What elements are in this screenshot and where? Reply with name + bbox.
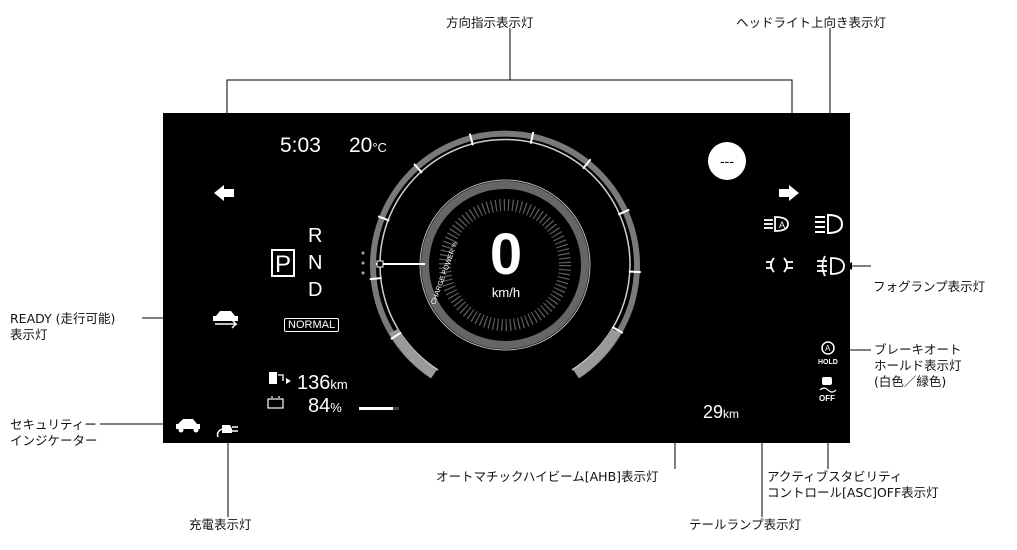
- speed-readout: 0: [489, 222, 523, 287]
- gear-dot-2: [361, 261, 365, 265]
- battery-readout: 84%: [308, 395, 342, 418]
- hold-icon-text: HOLD: [818, 359, 838, 366]
- range-unit: km: [330, 377, 348, 392]
- ahb-label: オートマチックハイビーム[AHB]表示灯: [436, 469, 659, 484]
- trip-unit: km: [723, 407, 740, 421]
- battery-value: 84: [308, 395, 331, 417]
- gauge-tick: [468, 133, 474, 146]
- turn-signal-label: 方向指示表示灯: [446, 15, 534, 30]
- gauge-tick: [617, 208, 630, 216]
- speed-unit: km/h: [491, 285, 521, 300]
- tail-lamp-icon: [766, 257, 793, 273]
- gear-r: R: [308, 225, 323, 247]
- gauge-tick: [413, 163, 423, 174]
- gauge-ticks: [369, 131, 641, 340]
- temp-value: 20: [349, 134, 373, 157]
- svg-text:A: A: [779, 220, 785, 230]
- ready-car-icon: [213, 311, 238, 329]
- ready-label-line1: READY (走行可能): [10, 311, 116, 326]
- charging-station-icon: [269, 372, 291, 384]
- brake-hold-label-line3: (白色／緑色): [874, 374, 947, 389]
- gear-n: N: [308, 252, 323, 274]
- leader-lines: [100, 28, 871, 517]
- gauge-tick: [582, 158, 592, 170]
- range-value: 136: [297, 372, 331, 394]
- gauge-regen-arc-right: [573, 328, 621, 379]
- charge-plug-icon: [216, 425, 238, 438]
- gauge-tick: [369, 276, 382, 281]
- security-label-line2: インジケーター: [10, 433, 98, 448]
- gauge-dot-ring: [439, 199, 571, 331]
- fog-lamp-icon: [817, 255, 845, 277]
- security-label: セキュリティー インジケーター: [10, 417, 98, 449]
- gauge-needle-tip: [376, 260, 384, 268]
- headlight-high-icon: [815, 213, 844, 235]
- drive-mode-badge: NORMAL: [284, 318, 340, 332]
- tail-lamp-leader: [759, 261, 766, 517]
- gear-p: P: [271, 249, 295, 278]
- battery-unit: %: [330, 400, 342, 415]
- gear-dot-1: [361, 251, 365, 255]
- brake-hold-label: ブレーキオート ホールド表示灯 (白色／緑色): [874, 342, 962, 390]
- gauge-tick: [611, 326, 624, 334]
- asc-label: アクティブスタビリティ コントロール[ASC]OFF表示灯: [767, 469, 939, 501]
- ready-label-line2: 表示灯: [10, 327, 48, 342]
- gauge-tick: [628, 270, 641, 274]
- gear-d: D: [308, 279, 323, 301]
- outside-temp: 20°C: [349, 134, 387, 158]
- battery-level-bar: [359, 407, 399, 410]
- charge-label: 充電表示灯: [189, 517, 252, 532]
- asc-label-line2: コントロール[ASC]OFF表示灯: [767, 485, 939, 500]
- battery-level-fill: [359, 407, 393, 410]
- off-icon-text: OFF: [819, 394, 835, 403]
- auto-high-beam-icon: A: [764, 216, 789, 232]
- gauge-outer-edge: [379, 138, 631, 371]
- brake-hold-label-line2: ホールド表示灯: [874, 358, 962, 373]
- gauge-tick: [390, 331, 402, 340]
- turn-left-arrow-icon: [214, 185, 234, 201]
- asc-label-line1: アクティブスタビリティ: [767, 469, 903, 484]
- ready-label: READY (走行可能) 表示灯: [10, 311, 115, 343]
- brake-auto-hold-icon: A HOLD: [818, 341, 838, 366]
- trip-readout: 29km: [703, 402, 739, 423]
- security-car-icon: [176, 419, 200, 433]
- gauge-tick: [377, 215, 390, 222]
- gauge-regen-arc-left: [389, 328, 437, 379]
- security-label-line1: セキュリティー: [10, 417, 97, 432]
- turn-signal-leader-left: [223, 79, 510, 184]
- svg-text:A: A: [825, 344, 831, 353]
- ahb-leader: [674, 220, 763, 469]
- clock: 5:03: [280, 134, 321, 157]
- gauge-outer-arc: [370, 130, 640, 379]
- temp-unit: °C: [372, 140, 387, 155]
- battery-icon: [267, 396, 284, 409]
- instrument-panel: 5:03 20°C P R N D NORMAL 136km 84% 0 km/…: [163, 113, 850, 443]
- brake-hold-label-line1: ブレーキオート: [874, 342, 962, 357]
- gear-dot-3: [361, 271, 365, 275]
- top-badge: ---: [708, 142, 746, 180]
- asc-off-icon: OFF: [819, 377, 837, 403]
- turn-right-arrow-icon: [779, 185, 799, 201]
- range-readout: 136km: [297, 372, 348, 395]
- tail-lamp-label: テールランプ表示灯: [689, 517, 802, 532]
- headlight-high-label: ヘッドライト上向き表示灯: [736, 15, 887, 30]
- speedometer-gauge: CHARGE POWER %: [361, 130, 641, 379]
- trip-value: 29: [703, 402, 724, 422]
- fog-lamp-label: フォグランプ表示灯: [873, 279, 986, 294]
- gauge-tick: [529, 131, 535, 144]
- turn-signal-leader-right: [510, 79, 796, 184]
